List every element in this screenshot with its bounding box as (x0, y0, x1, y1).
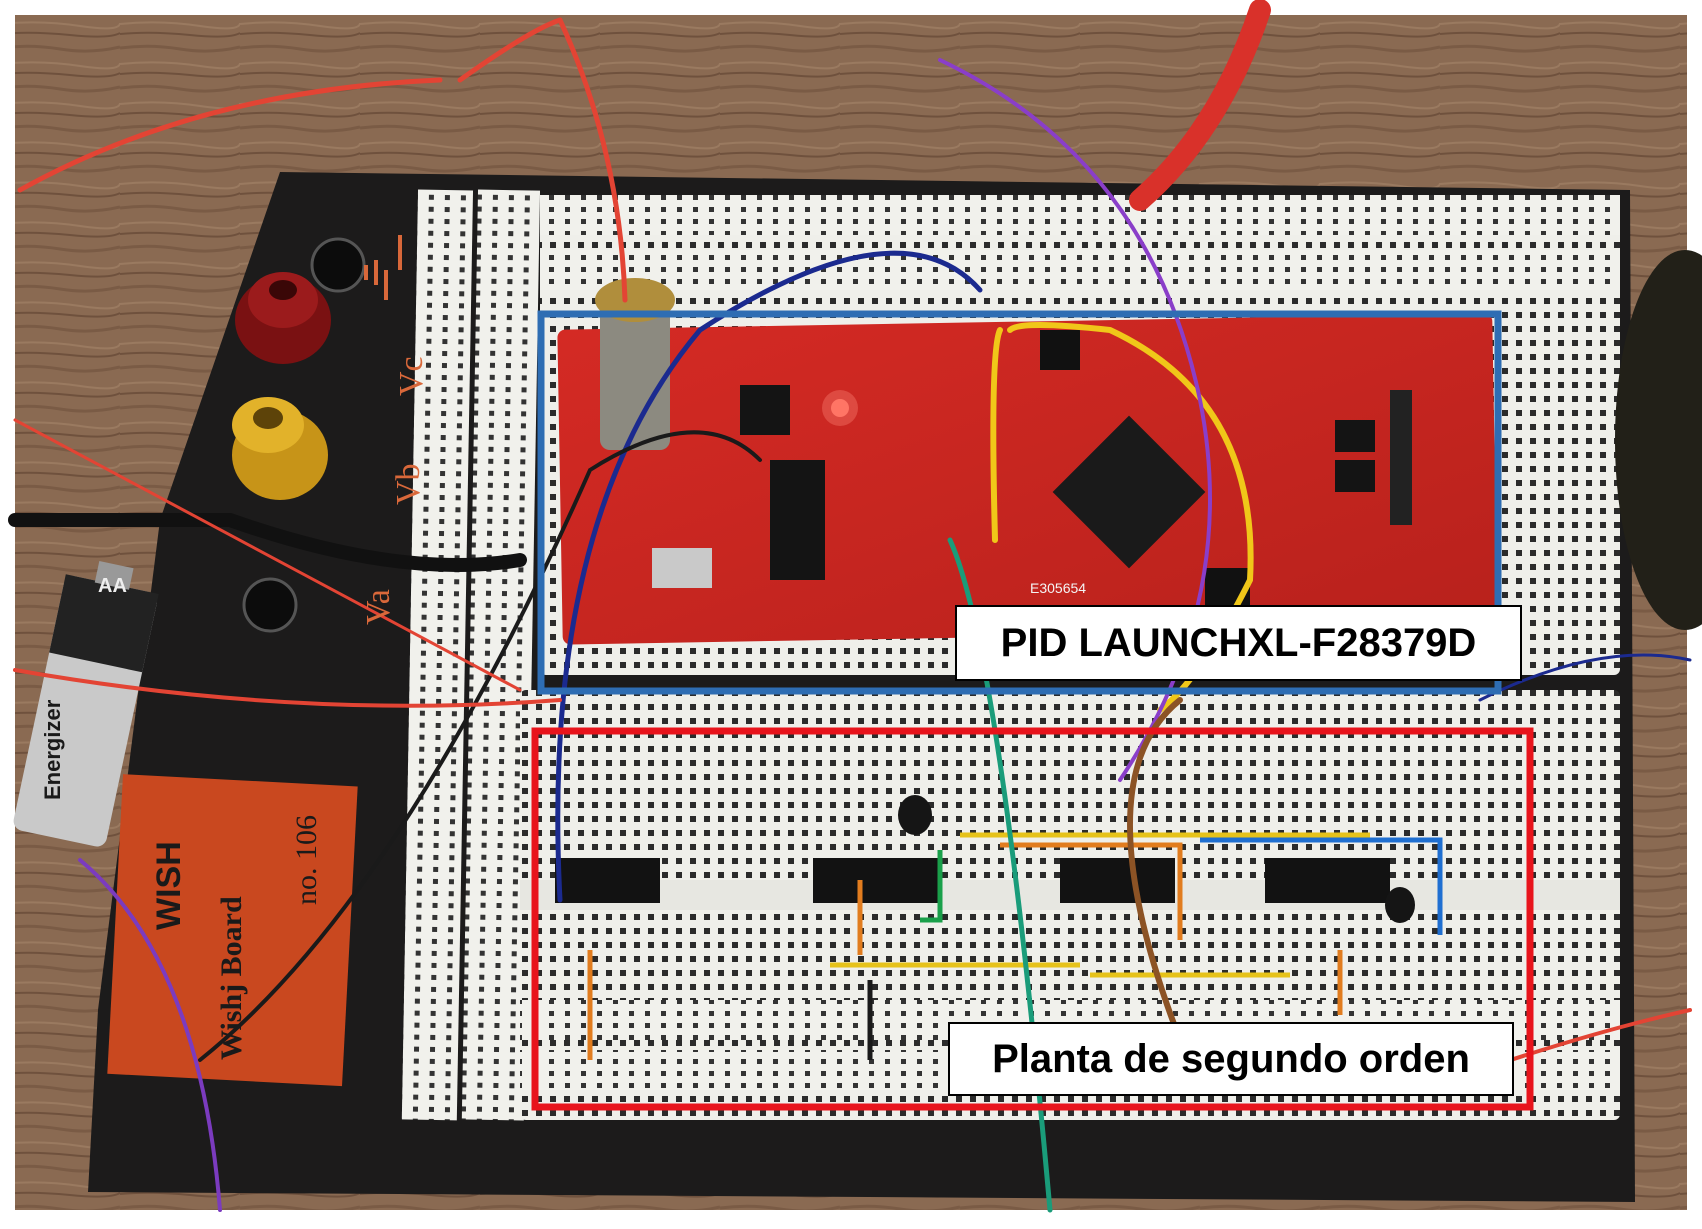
battery-size: AA (98, 575, 127, 597)
controller-label: PID LAUNCHXL-F28379D (955, 605, 1522, 681)
long-wires (8, 0, 1692, 1213)
usb-connector (652, 548, 712, 588)
left-power-rail-2 (401, 189, 474, 1121)
board-text-va: Va (360, 589, 397, 625)
controller-callout-box (537, 310, 1502, 695)
potentiometer (600, 290, 670, 450)
board-brand: WISH (150, 841, 188, 930)
binding-post-red (235, 272, 331, 364)
binding-post-yellow (232, 397, 328, 500)
binding-post-hole-1 (310, 237, 366, 293)
plant-callout-box (531, 727, 1534, 1111)
board-text-vc: Vc (393, 356, 430, 396)
ic-2 (813, 858, 938, 903)
pcb-marking: E305654 (1030, 580, 1087, 596)
ic-1 (555, 858, 660, 903)
capacitor-2 (1385, 887, 1415, 923)
plant-jumper-wires (587, 832, 1443, 1060)
binding-post-hole-2 (242, 577, 298, 633)
aa-battery (13, 560, 159, 847)
ic-4 (1265, 858, 1390, 903)
ground-symbol-icon (364, 235, 402, 300)
mcu-chip (1052, 415, 1206, 569)
dark-fabric-object (1615, 250, 1702, 630)
ic-3 (1060, 858, 1175, 903)
board-model: Wishj Board (215, 896, 248, 1060)
board-number: no. 106 (290, 815, 323, 905)
plant-label: Planta de segundo orden (948, 1022, 1514, 1096)
capacitor-1 (898, 795, 932, 835)
battery-brand: Energizer (40, 699, 65, 800)
wish-label-plate (107, 774, 358, 1087)
board-text-vb: Vb (390, 463, 427, 505)
